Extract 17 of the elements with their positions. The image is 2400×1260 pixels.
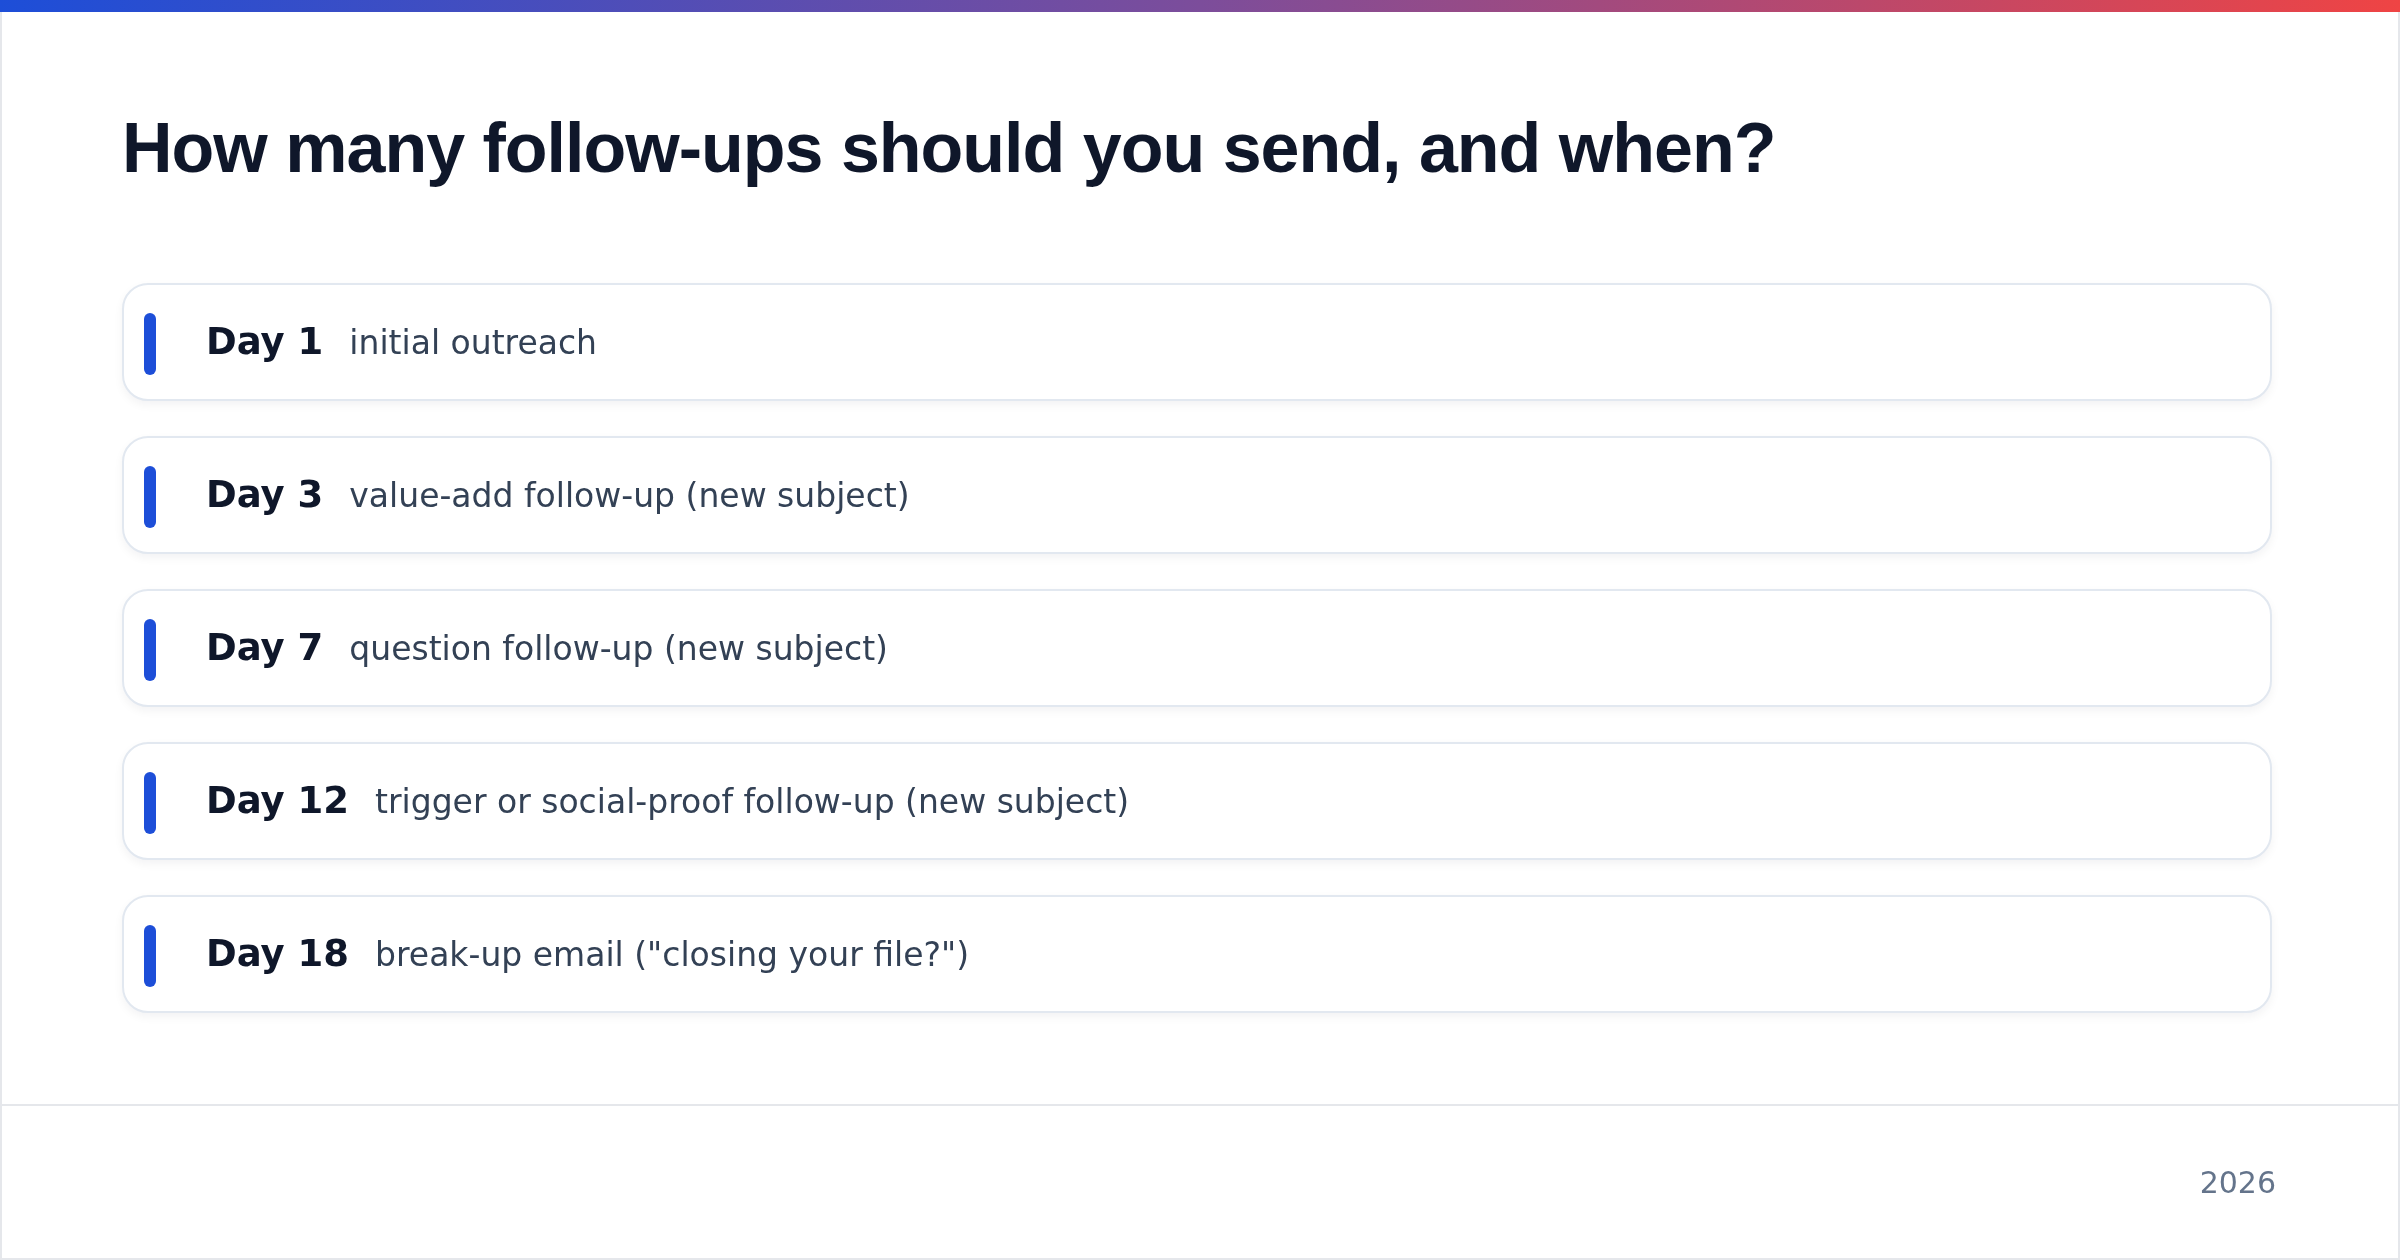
step-description: trigger or social-proof follow-up (new subject): [375, 781, 1130, 823]
timeline-card: [122, 436, 2272, 554]
step-description: question follow-up (new subject): [349, 628, 888, 670]
year-label: 2026: [2199, 1164, 2276, 1202]
day-label: Day 3: [206, 472, 324, 518]
timeline-card: [122, 283, 2272, 401]
day-label: Day 7: [206, 625, 324, 671]
step-description: initial outreach: [349, 322, 597, 364]
timeline-card: [122, 895, 2272, 1013]
day-label: Day 18: [206, 931, 350, 977]
title: How many follow-ups should you send, and when?: [122, 108, 1776, 188]
day-label: Day 1: [206, 319, 324, 365]
step-description: break-up email ("closing your file?"): [375, 934, 969, 976]
timeline-card: [122, 589, 2272, 707]
step-description: value-add follow-up (new subject): [349, 475, 910, 517]
timeline-card: [122, 742, 2272, 860]
day-label: Day 12: [206, 778, 350, 824]
